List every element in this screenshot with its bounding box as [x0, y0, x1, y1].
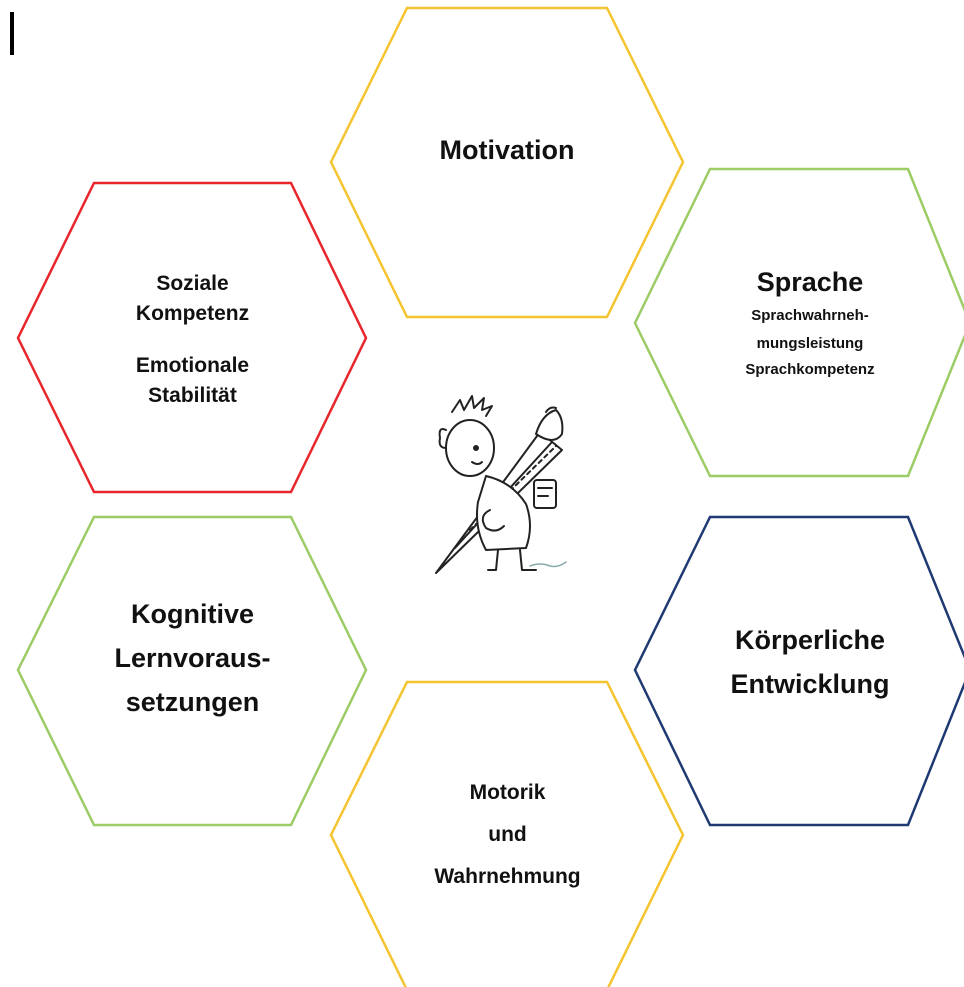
kognitive-label-block: Kognitive Lernvoraus- setzungen — [70, 588, 315, 728]
soziale-line3: Emotionale — [135, 354, 250, 377]
motivation-title: Motivation — [439, 135, 575, 165]
hexagon-soziale-kompetenz — [16, 181, 368, 494]
hexagon-kognitive — [16, 515, 368, 827]
kognitive-line2: Lernvoraus- — [114, 643, 271, 673]
sprache-label-block: Sprache Sprachwahrneh- mungsleistung Spr… — [695, 252, 925, 392]
sprache-title: Sprache — [756, 267, 864, 297]
child-with-school-cone-icon — [435, 395, 567, 574]
koerperliche-label-block: Körperliche Entwicklung — [685, 612, 935, 712]
motorik-label-block: Motorik und Wahrnehmung — [385, 770, 630, 900]
motorik-line2: und — [488, 823, 527, 846]
motorik-line3: Wahrnehmung — [434, 865, 581, 888]
soziale-line2: Kompetenz — [135, 302, 250, 325]
hexagon-motorik — [329, 680, 685, 987]
kognitive-line1: Kognitive — [130, 599, 254, 629]
soziale-line4: Stabilität — [148, 384, 237, 407]
soziale-line1: Soziale — [156, 272, 229, 295]
kognitive-line3: setzungen — [125, 687, 260, 717]
koerperliche-line1: Körperliche — [734, 625, 886, 655]
motorik-line1: Motorik — [469, 781, 546, 804]
text-cursor-bar — [10, 12, 14, 55]
sprache-line2: mungsleistung — [756, 335, 864, 352]
hexagon-motivation — [329, 6, 685, 319]
hexagon-sprache — [633, 167, 964, 478]
sprache-line3: Sprachkompetenz — [745, 361, 875, 378]
motivation-label-block: Motivation — [380, 115, 634, 185]
koerperliche-line2: Entwicklung — [730, 669, 890, 699]
hexagon-koerperliche — [633, 515, 964, 827]
soziale-label-block: Soziale Kompetenz Emotionale Stabilität — [80, 245, 305, 435]
sprache-line1: Sprachwahrneh- — [751, 307, 869, 324]
